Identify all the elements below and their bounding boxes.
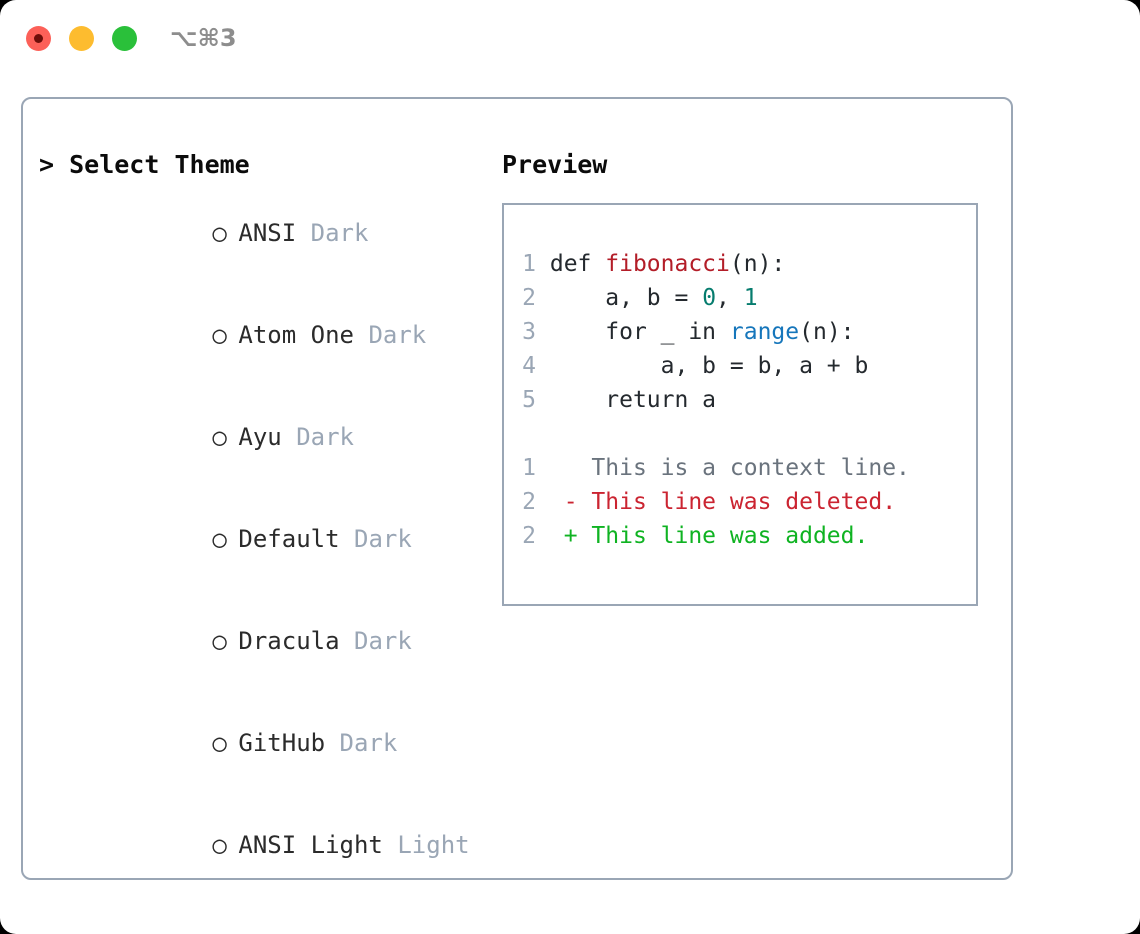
theme-picker-column: > Select Theme ○ ANSI Dark ○ Atom One Dark…	[39, 148, 489, 934]
theme-variant-label: Dark	[354, 525, 412, 553]
code-token: (n):	[799, 319, 855, 345]
diff-line-deleted: 2 - This line was deleted.	[522, 485, 976, 519]
line-number: 1	[522, 455, 536, 481]
theme-variant	[325, 729, 339, 757]
code-line: 4 a, b = b, a + b	[522, 349, 976, 383]
diff-text: This line was added.	[577, 523, 869, 549]
diff-block: 1 This is a context line. 2 - This line …	[522, 451, 976, 553]
code-token	[536, 387, 550, 413]
code-token	[536, 319, 550, 345]
minimize-button[interactable]	[69, 26, 94, 51]
diff-line-context: 1 This is a context line.	[522, 451, 976, 485]
theme-variant-label: Dark	[296, 423, 354, 451]
theme-list-item-ayu-dark[interactable]: ○ Ayu Dark	[39, 386, 489, 488]
code-line: 1 def fibonacci(n):	[522, 247, 976, 281]
diff-marker-glyph: -	[563, 489, 578, 515]
line-number: 3	[522, 319, 536, 345]
theme-variant	[340, 525, 354, 553]
preview-box: 1 def fibonacci(n): 2 a, b = 0, 1 3 for …	[502, 203, 978, 606]
radio-icon[interactable]: ○	[212, 423, 227, 451]
maximize-button[interactable]	[112, 26, 137, 51]
theme-name: Default	[238, 525, 340, 553]
theme-list-item-dracula-dark[interactable]: ○ Dracula Dark	[39, 590, 489, 692]
diff-text: This is a context line.	[577, 455, 910, 481]
preview-column: Preview 1 def fibonacci(n): 2 a, b = 0, …	[502, 148, 992, 606]
radio-icon[interactable]: ○	[212, 930, 238, 934]
radio-icon[interactable]: ○	[212, 729, 227, 757]
line-number: 1	[522, 251, 536, 277]
theme-name: GitHub	[238, 729, 326, 757]
diff-marker-glyph	[564, 455, 578, 481]
theme-variant	[383, 831, 397, 859]
select-theme-heading: > Select Theme	[39, 150, 250, 179]
radio-icon[interactable]: ○	[212, 831, 227, 859]
main-panel: > Select Theme ○ ANSI Dark ○ Atom One Dark…	[21, 97, 1013, 934]
theme-variant-label: Dark	[354, 627, 412, 655]
line-number: 2	[522, 489, 536, 515]
theme-list: ○ ANSI Dark ○ Atom One Dark ○ Ayu Dark ○ Def…	[39, 182, 489, 934]
theme-list-item-github-dark[interactable]: ○ GitHub Dark	[39, 692, 489, 794]
radio-icon[interactable]: ○	[212, 219, 227, 247]
theme-name: Dracula	[238, 627, 340, 655]
line-number: 4	[522, 353, 536, 379]
diff-line-added: 2 + This line was added.	[522, 519, 976, 553]
line-number: 2	[522, 523, 536, 549]
code-token: a, b =	[549, 285, 703, 311]
code-block: 1 def fibonacci(n): 2 a, b = 0, 1 3 for …	[522, 247, 976, 417]
code-token-builtin: range	[729, 319, 800, 345]
line-number: 5	[522, 387, 536, 413]
theme-variant-label: Dark	[339, 729, 398, 757]
theme-list-item-ansi-light[interactable]: ○ ANSI Light Light	[39, 794, 489, 896]
theme-variant-label: Dark	[310, 219, 369, 247]
code-token: def	[549, 251, 606, 277]
radio-icon[interactable]: ○	[212, 525, 227, 553]
keyboard-shortcut-label: ⌥⌘3	[170, 24, 237, 52]
theme-name: ANSI Light	[238, 831, 383, 859]
code-token	[536, 285, 550, 311]
radio-icon[interactable]: ○	[212, 321, 227, 349]
code-token: ,	[716, 285, 744, 311]
code-token-function: fibonacci	[605, 251, 730, 277]
theme-list-item-default-dark[interactable]: ○ Default Dark	[39, 488, 489, 590]
theme-name: Atom One	[238, 321, 354, 349]
theme-list-item-ayu-light[interactable]: ○Ayu Light Light	[39, 896, 489, 934]
code-token: (n):	[729, 251, 786, 277]
code-token	[536, 251, 550, 277]
diff-marker	[536, 489, 564, 515]
theme-variant	[282, 423, 296, 451]
diff-marker-glyph: +	[563, 523, 578, 549]
title-bar: ⌥⌘3	[0, 0, 1140, 78]
diff-marker	[536, 455, 564, 481]
code-line: 2 a, b = 0, 1	[522, 281, 976, 315]
theme-name: ANSI	[238, 219, 297, 247]
theme-list-item-ansi-dark[interactable]: ○ ANSI Dark	[39, 182, 489, 284]
code-token: return a	[549, 387, 717, 413]
close-button[interactable]	[26, 26, 51, 51]
traffic-light-buttons	[26, 26, 137, 51]
code-token: a, b = b, a + b	[549, 353, 869, 379]
theme-variant	[296, 219, 310, 247]
theme-variant-label: Light	[397, 831, 470, 859]
diff-separator	[522, 417, 976, 451]
code-token: for _ in	[549, 319, 730, 345]
code-token-number: 1	[743, 285, 758, 311]
code-line: 3 for _ in range(n):	[522, 315, 976, 349]
theme-variant	[354, 321, 368, 349]
line-number: 2	[522, 285, 536, 311]
code-line: 5 return a	[522, 383, 976, 417]
code-token	[536, 353, 550, 379]
theme-variant-label: Dark	[368, 321, 427, 349]
diff-marker	[536, 523, 564, 549]
theme-name: Ayu	[238, 423, 282, 451]
theme-variant	[340, 627, 354, 655]
diff-text: This line was deleted.	[577, 489, 897, 515]
radio-icon[interactable]: ○	[212, 627, 227, 655]
code-token-number: 0	[702, 285, 717, 311]
theme-list-item-atom-one-dark[interactable]: ○ Atom One Dark	[39, 284, 489, 386]
preview-heading: Preview	[502, 150, 608, 179]
